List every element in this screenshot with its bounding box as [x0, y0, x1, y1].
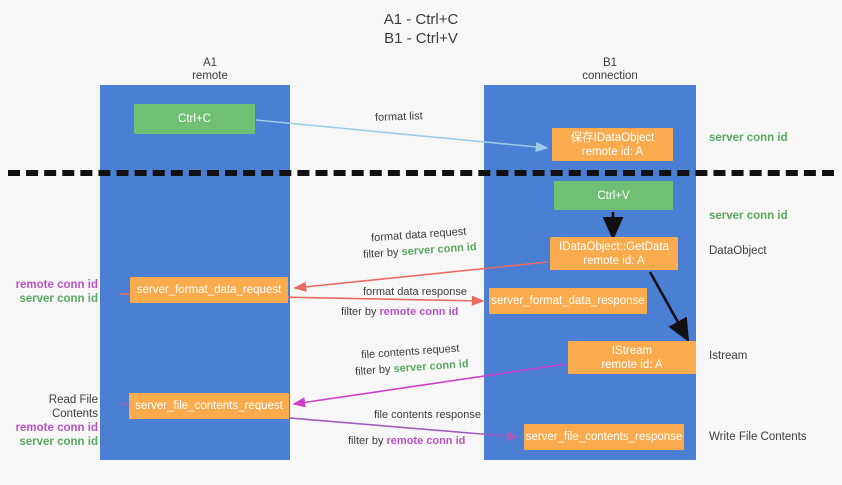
note-dataobject: DataObject — [709, 245, 767, 257]
note-server-conn-id-top: server conn id — [709, 132, 788, 144]
node-server-format-data-request[interactable]: server_format_data_request — [130, 277, 288, 303]
arrow-file-contents-request — [292, 363, 567, 408]
edge-label-file-contents-response-filter: filter by remote conn id — [348, 435, 465, 447]
filter-key-remote-conn-id: remote conn id — [386, 435, 466, 447]
filter-prefix: filter by — [341, 306, 380, 318]
arrow-format-data-request — [293, 261, 549, 292]
note-read-file-contents: Read File Contents — [48, 394, 98, 420]
note-remote-conn-id-1: remote conn id — [15, 279, 98, 291]
note-server-conn-id-2: server conn id — [19, 436, 98, 448]
note-server-conn-id-1: server conn id — [19, 293, 98, 305]
filter-prefix: filter by — [348, 435, 387, 447]
edge-label-file-contents-response: file contents response — [374, 409, 482, 421]
note-group-conn-ids-top: remote conn id server conn id — [6, 278, 98, 306]
node-server-file-contents-response[interactable]: server_file_contents_response — [524, 424, 684, 450]
arrow-format-list — [255, 119, 549, 153]
dashed-divider — [8, 170, 834, 176]
column-header-b1: B1 connection — [582, 57, 638, 82]
note-group-read-file-contents: Read File Contents remote conn id server… — [6, 393, 98, 449]
node-istream[interactable]: IStream remote id: A — [568, 341, 696, 374]
filter-key-remote-conn-id: remote conn id — [379, 306, 459, 318]
note-write-file-contents: Write File Contents — [709, 431, 807, 443]
node-idataobject-getdata[interactable]: IDataObject::GetData remote id: A — [550, 237, 678, 270]
note-server-conn-id-mid: server conn id — [709, 210, 788, 222]
node-ctrl-v[interactable]: Ctrl+V — [554, 181, 673, 210]
node-ctrl-c[interactable]: Ctrl+C — [134, 104, 255, 134]
page-title: A1 - Ctrl+C B1 - Ctrl+V — [383, 11, 459, 47]
edge-label-format-data-response: format data response — [363, 286, 467, 298]
node-save-idataobject[interactable]: 保存IDataObject remote id: A — [552, 128, 673, 161]
note-remote-conn-id-2: remote conn id — [15, 422, 98, 434]
column-header-a1: A1 remote — [192, 57, 228, 82]
node-server-format-data-response[interactable]: server_format_data_response — [489, 288, 647, 314]
node-server-file-contents-request[interactable]: server_file_contents_request — [129, 393, 289, 419]
edge-label-format-list: format list — [374, 110, 423, 124]
note-istream: Istream — [709, 350, 748, 362]
edge-label-format-data-response-filter: filter by remote conn id — [341, 306, 458, 318]
arrow-getdata-to-istream — [648, 271, 690, 343]
